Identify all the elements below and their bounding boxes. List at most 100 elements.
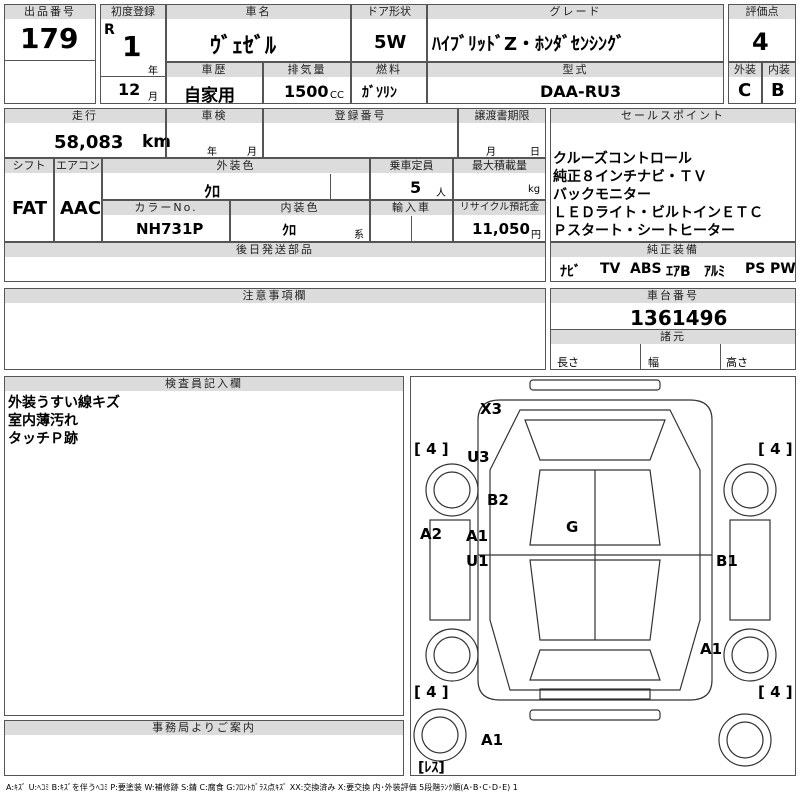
door-cell [351,4,427,62]
mark-u1: U1 [466,552,489,570]
reg-no-header: 登録番号 [264,109,457,123]
notes-header: 注意事項欄 [5,289,545,303]
capacity-unit: 人 [436,188,446,199]
equipment-cell [550,242,796,282]
color-no-header: カラーNo. [103,201,229,215]
inspection-month-unit: 月 [247,147,257,158]
int-color-suffix: 系 [354,230,364,241]
max-load-header: 最大積載量 [454,159,545,173]
chassis-header: 車台番号 [551,289,795,303]
int-color-value: ｸﾛ [282,223,296,239]
recycle-header: リサイクル預託金 [454,201,545,215]
exterior-cell [728,62,762,104]
first-reg-header: 初度登録 [101,5,165,19]
car-diagram-cell [410,376,796,776]
inspector-notes: 外装うすい線キズ 室内薄汚れ タッチＰ跡 [8,394,120,448]
office-header: 事務局よりご案内 [5,721,403,735]
recycle-cell [453,200,546,242]
spare-tire: [ﾚｽ] [418,760,445,776]
transfer-day-unit: 日 [530,147,540,158]
tire-fr: [ 4 ] [758,440,793,458]
inspector-note: 室内薄汚れ [8,413,78,429]
fuel-value: ｶﾞｿﾘﾝ [362,85,397,101]
interior-cell [762,62,796,104]
divider [100,76,166,77]
equipment-item: ｱﾙﾐ [704,264,725,280]
interior-header: 内装 [763,63,795,77]
first-reg-era: R [104,22,115,38]
equipment-item: PS [745,261,766,277]
displacement-value: 1500 [284,82,329,101]
shift-header: シフト [5,159,53,173]
mark-a1-bottom: A1 [481,731,504,749]
mark-a1-left: A1 [466,527,489,545]
shift-value: FAT [12,198,48,219]
divider [411,216,412,242]
year-unit: 年 [148,66,158,77]
mark-u3: U3 [467,448,490,466]
transfer-cell [458,108,546,158]
first-reg-year: 1 [122,30,142,63]
history-header: 車歴 [167,63,262,77]
color-no-value: NH731P [136,220,204,238]
divider [330,174,331,200]
height-label: 高さ [726,356,748,369]
capacity-value: 5 [410,178,422,197]
inspector-cell [4,376,404,716]
divider [720,344,721,370]
mileage-value: 58,083 [54,132,124,153]
grade-cell [427,4,724,62]
mark-g: G [566,518,579,536]
ac-value: AAC [60,198,102,219]
score-value: 4 [752,28,769,56]
ac-header: エアコン [55,159,101,173]
inspection-year-unit: 年 [207,147,217,158]
score-cell [728,4,796,62]
length-label: 長さ [557,356,579,369]
lot-no-header: 出品番号 [5,5,95,19]
equipment-item: ﾅﾋﾞ [560,264,581,280]
first-reg-month: 12 [118,80,141,99]
mark-a2: A2 [420,525,443,543]
interior-value: B [771,80,785,101]
grade-value: ﾊｲﾌﾞﾘｯﾄﾞZ・ﾎﾝﾀﾞｾﾝｼﾝｸﾞ [432,34,626,55]
inspector-note: タッチＰ跡 [8,431,78,447]
fuel-cell [351,62,427,104]
mark-x3: X3 [480,400,503,418]
tire-rl: [ 4 ] [414,683,449,701]
mileage-header: 走行 [5,109,165,123]
history-cell [166,62,263,104]
tire-rr: [ 4 ] [758,683,793,701]
mark-b2: B2 [487,491,509,509]
car-name-value: ｳﾞｪｾﾞﾙ [210,34,277,59]
mark-b1: B1 [716,552,738,570]
exterior-value: C [738,80,752,101]
lot-no-value: 179 [20,22,79,55]
recycle-unit: 円 [531,230,541,241]
import-header: 輸入車 [371,201,452,215]
model-value: DAA-RU3 [540,82,622,101]
shift-cell [4,158,54,242]
int-color-cell [230,200,370,242]
equipment-item: ABS [630,261,662,277]
max-load-cell [453,158,546,200]
sales-point-cell [550,108,796,242]
sales-point-list: クルーズコントロール 純正８インチナビ・ＴＶ バックモニター ＬＥＤライト・ビル… [553,150,763,240]
inspector-note: 外装うすい線キズ [8,395,120,411]
transfer-month-unit: 月 [486,147,496,158]
equipment-header: 純正装備 [551,243,795,257]
legend: A:ｷｽﾞ U:ﾍｺﾐ B:ｷｽﾞを伴うﾍｺﾐ P:要塗装 W:補修跡 S:錆 … [6,783,518,792]
capacity-header: 乗車定員 [371,159,452,173]
divider [4,60,96,61]
model-header: 型式 [428,63,723,77]
load-unit: kg [528,184,541,195]
displacement-cell [263,62,351,104]
width-label: 幅 [648,356,659,369]
sales-point-item: バックモニター [553,187,651,203]
grade-header: グレード [428,5,723,19]
door-value: 5W [374,32,407,53]
inspection-header: 車検 [167,109,262,123]
sales-point-item: 純正８インチナビ・ＴＶ [553,169,707,185]
inspection-cell [166,108,263,158]
exterior-header: 外装 [729,63,761,77]
